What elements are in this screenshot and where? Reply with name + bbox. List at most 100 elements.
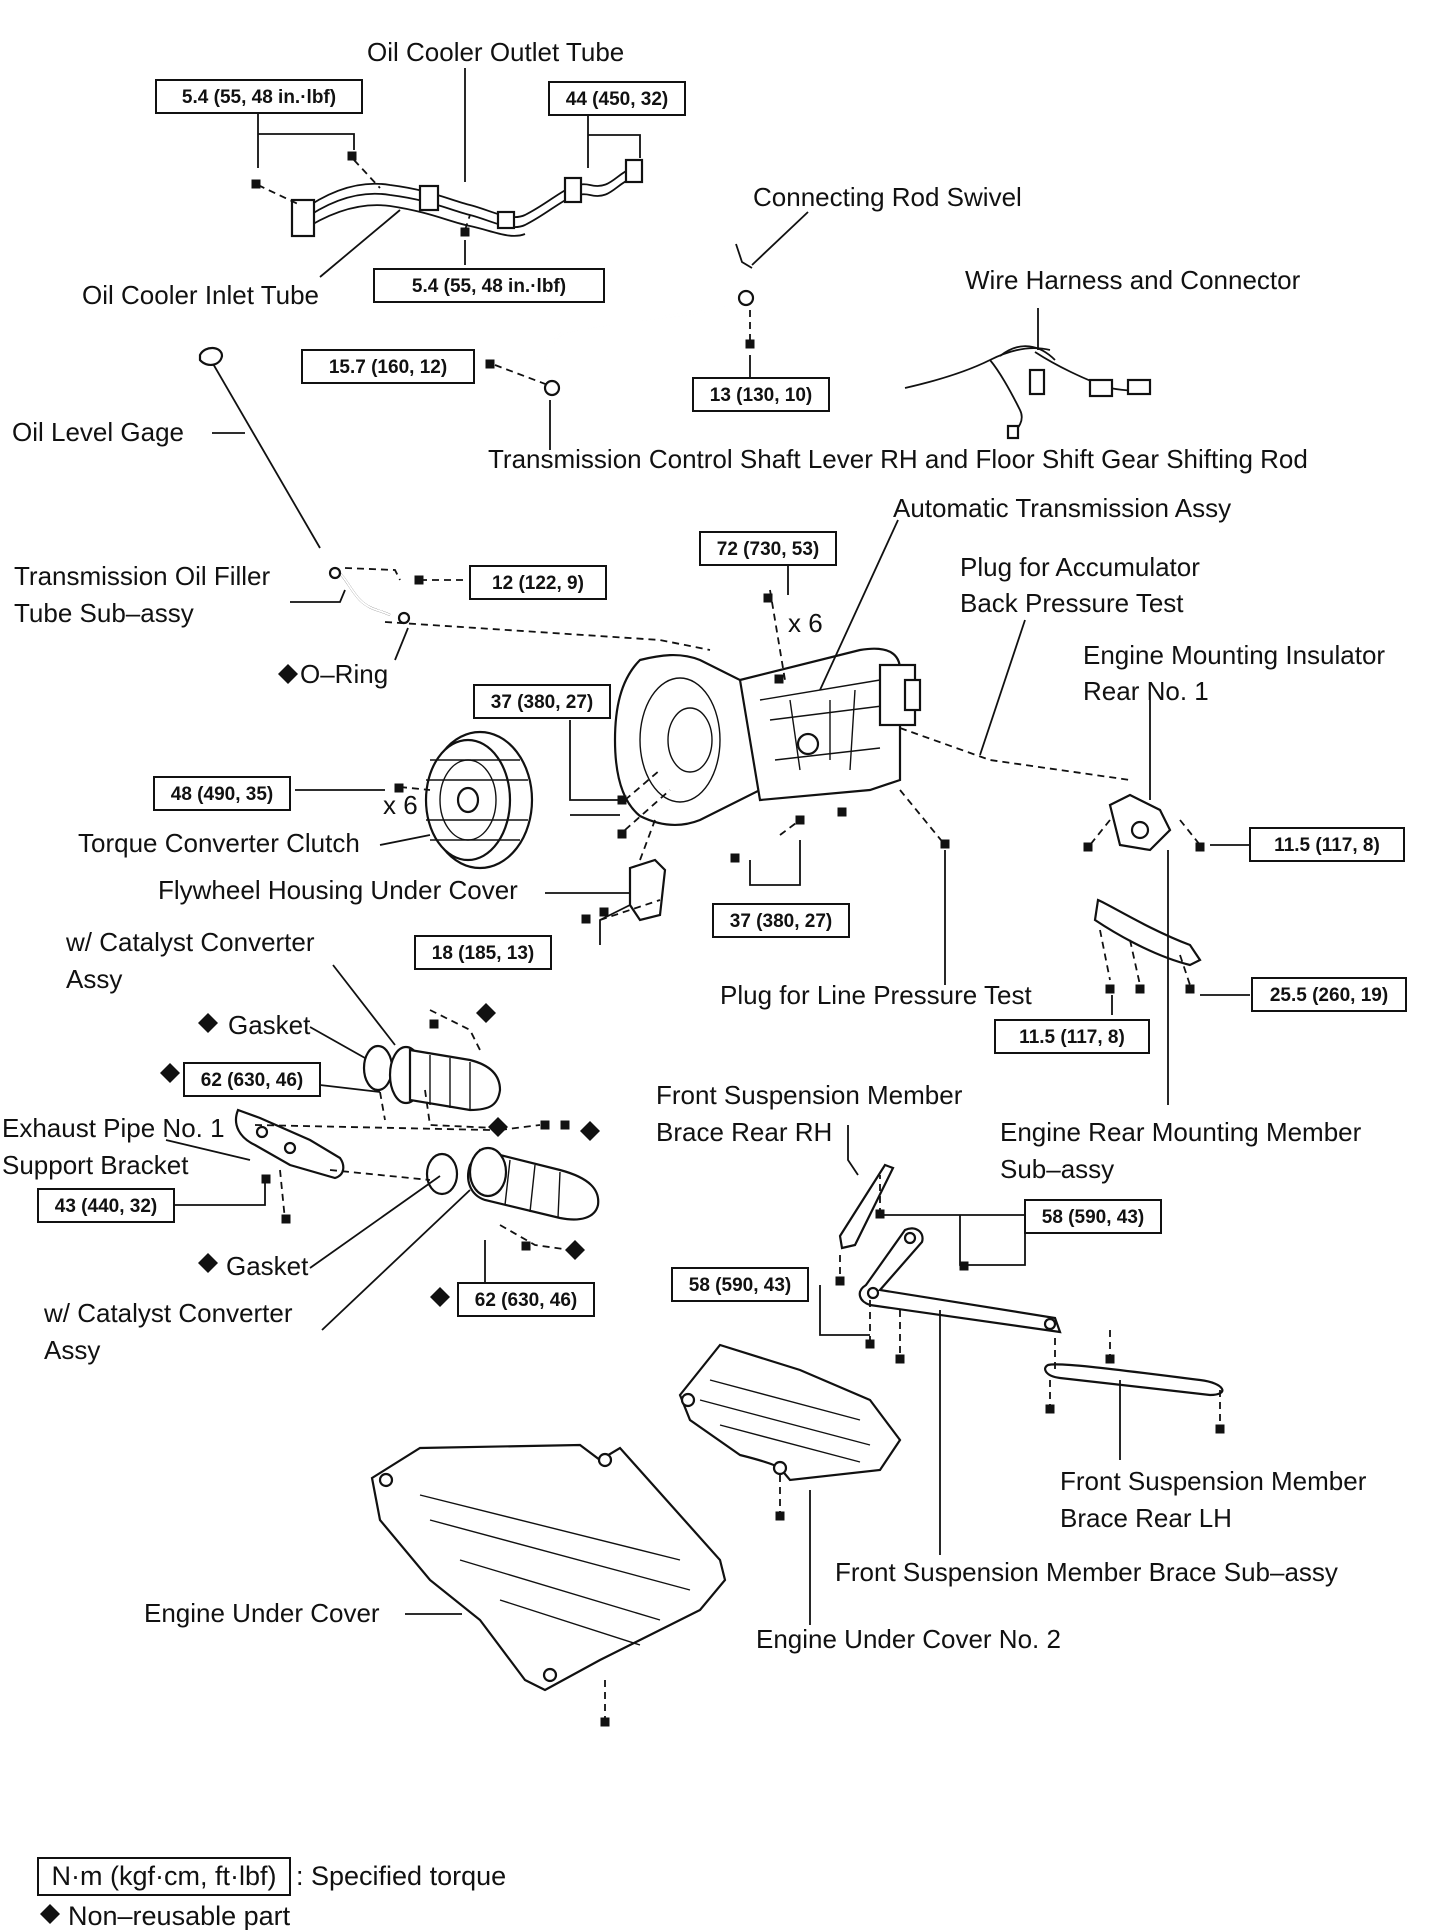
torque-value: 5.4 (55, 48 in.·lbf) xyxy=(182,87,336,108)
legend-unit-box: N·m (kgf·cm, ft·lbf) xyxy=(52,1861,277,1891)
torque-box: 58 (590, 43) xyxy=(671,1267,809,1302)
label-x6-transmission: x 6 xyxy=(788,608,823,638)
torque-box: 48 (490, 35) xyxy=(153,776,291,811)
nonreusable-marks xyxy=(40,664,600,1924)
legend-nonreusable: Non–reusable part xyxy=(68,1901,291,1930)
legend: N·m (kgf·cm, ft·lbf) : Specified torque … xyxy=(37,1857,506,1930)
label-wire-harness: Wire Harness and Connector xyxy=(965,265,1301,295)
label-connecting-rod-swivel: Connecting Rod Swivel xyxy=(753,182,1022,212)
label-plug-accumulator-1: Plug for Accumulator xyxy=(960,552,1200,582)
torque-box: 62 (630, 46) xyxy=(457,1282,595,1317)
label-engine-under-cover-2: Engine Under Cover No. 2 xyxy=(756,1624,1061,1654)
label-filler-tube-2: Tube Sub–assy xyxy=(14,598,194,628)
torque-box: 62 (630, 46) xyxy=(183,1062,321,1097)
torque-value: 48 (490, 35) xyxy=(171,784,273,805)
exhaust-bracket-drawing xyxy=(234,1108,345,1180)
torque-box: 13 (130, 10) xyxy=(692,377,830,412)
torque-value: 37 (380, 27) xyxy=(730,911,832,932)
label-front-susp-rh-2: Brace Rear RH xyxy=(656,1117,832,1147)
legend-unit-text: : Specified torque xyxy=(296,1861,506,1891)
torque-value: 15.7 (160, 12) xyxy=(329,357,447,378)
label-exhaust-bracket-1: Exhaust Pipe No. 1 xyxy=(2,1113,225,1143)
torque-box: 43 (440, 32) xyxy=(37,1188,175,1223)
torque-box: 44 (450, 32) xyxy=(548,81,686,116)
label-automatic-transmission: Automatic Transmission Assy xyxy=(893,493,1231,523)
front-susp-lh-drawing xyxy=(1044,1363,1224,1397)
torque-box: 37 (380, 27) xyxy=(473,684,611,719)
torque-box: 18 (185, 13) xyxy=(414,935,552,970)
torque-converter-drawing xyxy=(424,730,534,870)
label-front-susp-lh-2: Brace Rear LH xyxy=(1060,1503,1232,1533)
torque-value: 37 (380, 27) xyxy=(491,692,593,713)
front-susp-rh-drawing xyxy=(838,1163,895,1250)
flywheel-cover-drawing xyxy=(628,858,667,922)
label-filler-tube-1: Transmission Oil Filler xyxy=(14,561,271,591)
label-engine-under-cover: Engine Under Cover xyxy=(144,1598,380,1628)
filler-tube-drawing xyxy=(328,566,411,625)
part-labels: Oil Cooler Outlet Tube Oil Cooler Inlet … xyxy=(2,37,1385,1654)
catalyst-lower-drawing xyxy=(425,1146,600,1221)
label-catalyst-upper-1: w/ Catalyst Converter xyxy=(65,927,315,957)
label-front-susp-brace-sub: Front Suspension Member Brace Sub–assy xyxy=(835,1557,1338,1587)
label-x6-converter: x 6 xyxy=(383,790,418,820)
torque-value: 72 (730, 53) xyxy=(717,539,819,560)
torque-value: 43 (440, 32) xyxy=(55,1196,157,1217)
shift-rod-drawing xyxy=(543,243,755,397)
transmission-drawing xyxy=(613,647,922,827)
label-plug-accumulator-2: Back Pressure Test xyxy=(960,588,1184,618)
catalyst-upper-drawing xyxy=(362,1044,502,1112)
oil-level-gage-drawing xyxy=(198,346,321,549)
label-gasket-upper: Gasket xyxy=(228,1010,311,1040)
torque-value: 11.5 (117, 8) xyxy=(1019,1027,1125,1048)
label-catalyst-lower-2: Assy xyxy=(44,1335,100,1365)
label-o-ring: O–Ring xyxy=(300,659,388,689)
front-susp-brace-drawing xyxy=(858,1227,1062,1334)
torque-box: 72 (730, 53) xyxy=(699,531,837,566)
engine-mount-insulator-drawing xyxy=(1108,793,1172,852)
torque-box: 11.5 (117, 8) xyxy=(994,1019,1150,1054)
label-oil-cooler-inlet-tube: Oil Cooler Inlet Tube xyxy=(82,280,319,310)
torque-value: 18 (185, 13) xyxy=(432,943,534,964)
torque-box: 12 (122, 9) xyxy=(469,565,607,600)
label-flywheel-cover: Flywheel Housing Under Cover xyxy=(158,875,518,905)
torque-box: 37 (380, 27) xyxy=(712,903,850,938)
label-exhaust-bracket-2: Support Bracket xyxy=(2,1150,189,1180)
label-engine-mounting-insulator-2: Rear No. 1 xyxy=(1083,676,1209,706)
torque-value: 12 (122, 9) xyxy=(492,573,584,594)
engine-under-cover-2-drawing xyxy=(678,1343,902,1482)
oil-cooler-tubes-drawing xyxy=(290,158,644,238)
torque-value: 62 (630, 46) xyxy=(475,1290,577,1311)
torque-value: 58 (590, 43) xyxy=(1042,1207,1144,1228)
label-oil-level-gage: Oil Level Gage xyxy=(12,417,184,447)
torque-value: 25.5 (260, 19) xyxy=(1270,985,1388,1006)
torque-value: 58 (590, 43) xyxy=(689,1275,791,1296)
leader-lines xyxy=(165,68,1250,1720)
torque-value: 5.4 (55, 48 in.·lbf) xyxy=(412,276,566,297)
torque-value: 11.5 (117, 8) xyxy=(1274,835,1380,856)
label-gasket-lower: Gasket xyxy=(226,1251,309,1281)
label-plug-line-pressure: Plug for Line Pressure Test xyxy=(720,980,1032,1010)
label-engine-rear-mount-1: Engine Rear Mounting Member xyxy=(1000,1117,1362,1147)
label-oil-cooler-outlet-tube: Oil Cooler Outlet Tube xyxy=(367,37,624,67)
bolts xyxy=(251,151,1225,1727)
engine-rear-mount-drawing xyxy=(1093,898,1202,967)
label-torque-converter: Torque Converter Clutch xyxy=(78,828,360,858)
label-engine-rear-mount-2: Sub–assy xyxy=(1000,1154,1114,1184)
torque-value: 13 (130, 10) xyxy=(710,385,812,406)
label-catalyst-upper-2: Assy xyxy=(66,964,122,994)
wire-harness-drawing xyxy=(904,345,1152,440)
label-trans-control-shaft: Transmission Control Shaft Lever RH and … xyxy=(488,444,1308,474)
torque-box: 11.5 (117, 8) xyxy=(1249,827,1405,862)
label-front-susp-rh-1: Front Suspension Member xyxy=(656,1080,963,1110)
torque-specs: 5.4 (55, 48 in.·lbf) 44 (450, 32) 5.4 (5… xyxy=(37,79,1407,1317)
torque-value: 44 (450, 32) xyxy=(566,89,668,110)
torque-box: 25.5 (260, 19) xyxy=(1251,977,1407,1012)
torque-box: 5.4 (55, 48 in.·lbf) xyxy=(373,268,605,303)
label-catalyst-lower-1: w/ Catalyst Converter xyxy=(43,1298,293,1328)
label-front-susp-lh-1: Front Suspension Member xyxy=(1060,1466,1367,1496)
torque-box: 15.7 (160, 12) xyxy=(301,349,475,384)
label-engine-mounting-insulator-1: Engine Mounting Insulator xyxy=(1083,640,1385,670)
torque-box: 58 (590, 43) xyxy=(1024,1199,1162,1234)
torque-value: 62 (630, 46) xyxy=(201,1070,303,1091)
